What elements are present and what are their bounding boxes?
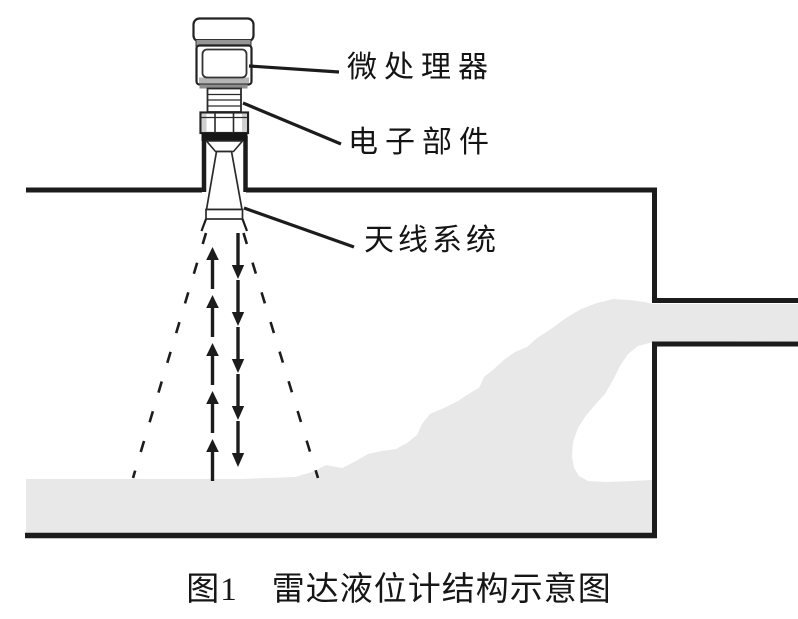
transmitter-head [192,17,255,89]
hex-nut [199,111,250,135]
label-electronics: 电子部件 [348,126,496,159]
leader-microprocessor [248,64,340,74]
transmitter-cap [192,17,255,43]
leader-electronics [242,101,342,146]
beam-edge-right-dashed [242,232,320,479]
antenna-flare [200,218,249,232]
figure-caption: 图1 雷达液位计结构示意图 [186,572,612,608]
leader-antenna [243,206,355,249]
emitted-wave-down-arrows [231,233,245,467]
material-fill [26,299,798,533]
mounting-flange [201,133,248,141]
reflected-wave-up-arrows [206,247,219,481]
antenna-transition [204,140,245,153]
antenna-rim [205,208,244,220]
label-antenna: 天线系统 [364,224,500,257]
electronics-housing [206,87,242,113]
antenna-cone [205,150,244,211]
body-under-band [199,84,248,89]
display-window [201,48,248,79]
label-microprocessor: 微处理器 [347,51,495,84]
antenna-horn [200,140,249,232]
transmitter-body-shade [199,77,249,84]
beam-edge-left-dashed [131,232,208,479]
